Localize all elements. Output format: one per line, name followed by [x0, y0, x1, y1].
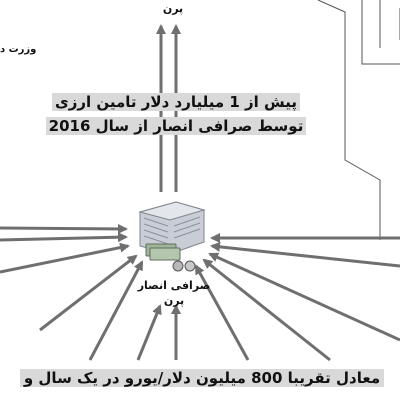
- caption-top-line-2: توسط صرافی انصار از سال 2016: [45, 117, 307, 135]
- arrow-left-3: [0, 242, 130, 274]
- arrow-right-2: [210, 241, 400, 268]
- caption-bottom-text: معادل تقریبا 800 میلیون دلار/یورو در یک …: [19, 369, 385, 387]
- arrow-left-5: [88, 260, 144, 361]
- ministry-node-label: وزرت د: [0, 44, 37, 55]
- arrow-left-4: [39, 254, 138, 332]
- bottom-arrows: [136, 304, 181, 361]
- hub-subtitle: پرن: [163, 294, 185, 307]
- caption-top: پیش از 1 میلیارد دلار تامین ارزی توسط صر…: [26, 90, 326, 138]
- top-node-label: پرن: [162, 2, 184, 15]
- arrow-right-4: [202, 258, 331, 362]
- caption-top-line-1: پیش از 1 میلیارد دلار تامین ارزی: [52, 93, 300, 111]
- left-arrows: [0, 223, 144, 361]
- arrow-left-1: [0, 223, 128, 234]
- arrow-right-3: [208, 252, 400, 342]
- right-arrows: [194, 233, 400, 362]
- bank-building-with-money-icon: [138, 201, 206, 272]
- arrow-left-2: [0, 232, 128, 243]
- connector-line-2: [361, 0, 400, 65]
- arrow-bottom-2: [136, 304, 162, 361]
- hub-label: صرافی انصار پرن: [124, 278, 224, 308]
- top-right-connector-lines: [317, 0, 400, 240]
- caption-bottom: معادل تقریبا 800 میلیون دلار/یورو در یک …: [0, 367, 400, 389]
- connector-line-1: [317, 0, 381, 240]
- arrow-right-5: [194, 264, 250, 361]
- hub-name: صرافی انصار: [137, 279, 211, 292]
